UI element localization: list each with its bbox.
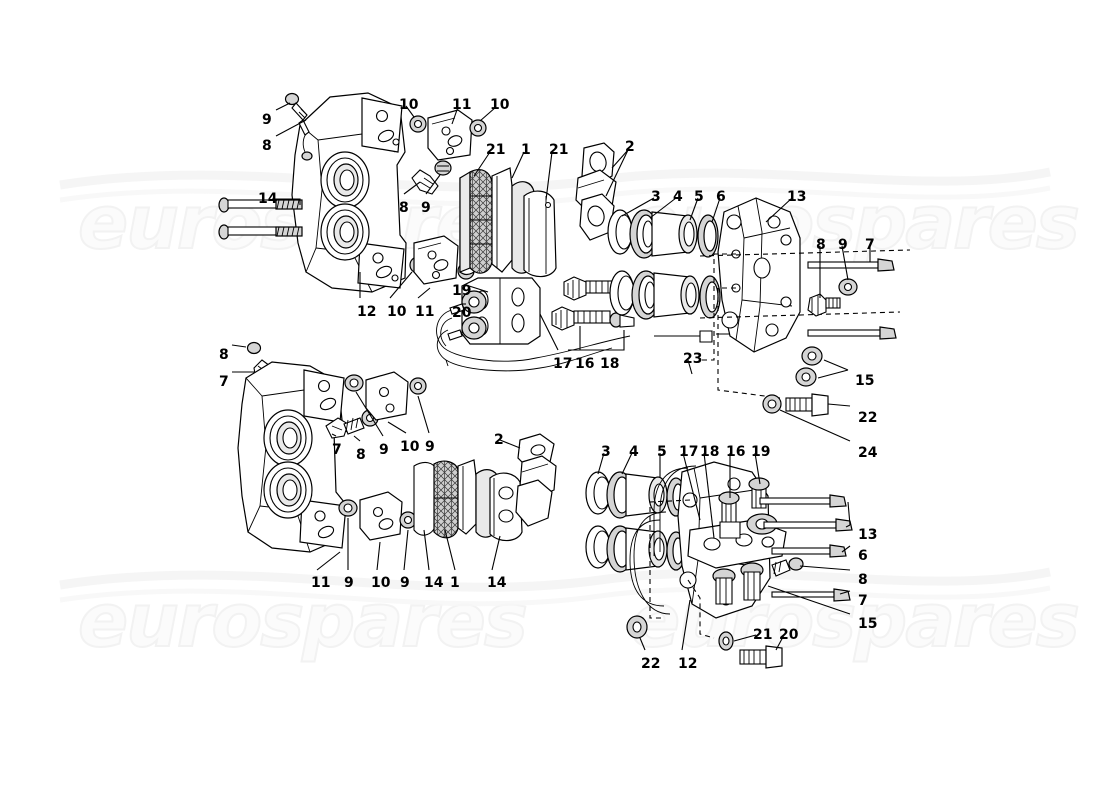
callout-number-3: 3 bbox=[651, 189, 661, 205]
callout-number-1: 1 bbox=[521, 142, 531, 158]
callout-number-24: 24 bbox=[858, 445, 878, 461]
callout-number-9: 9 bbox=[425, 439, 435, 455]
callout-number-6: 6 bbox=[858, 548, 868, 564]
callout-number-20: 20 bbox=[452, 305, 472, 321]
callout-number-7: 7 bbox=[865, 237, 875, 253]
rear-caliper-body-group bbox=[237, 341, 427, 553]
callout-number-18: 18 bbox=[600, 356, 620, 372]
callout-number-17: 17 bbox=[553, 356, 573, 372]
caliper-bolt-14-lower bbox=[218, 224, 303, 240]
callout-number-13: 13 bbox=[858, 527, 878, 543]
callout-number-8: 8 bbox=[262, 138, 272, 154]
callout-number-17: 17 bbox=[679, 444, 699, 460]
callout-number-5: 5 bbox=[657, 444, 667, 460]
callout-number-2: 2 bbox=[625, 139, 635, 155]
callout-number-4: 4 bbox=[629, 444, 639, 460]
leader-lines bbox=[231, 102, 871, 651]
callout-number-15: 15 bbox=[858, 616, 878, 632]
callout-number-14: 14 bbox=[258, 191, 278, 207]
callout-number-9: 9 bbox=[838, 237, 848, 253]
callout-number-15: 15 bbox=[855, 373, 875, 389]
front-caliper-half-group bbox=[607, 197, 911, 417]
front-caliper-body-group bbox=[218, 92, 487, 293]
callout-number-6: 6 bbox=[716, 189, 726, 205]
callout-number-12: 12 bbox=[678, 656, 698, 672]
callout-number-9: 9 bbox=[400, 575, 410, 591]
callout-number-10: 10 bbox=[387, 304, 407, 320]
callout-number-22: 22 bbox=[858, 410, 878, 426]
callout-number-9: 9 bbox=[344, 575, 354, 591]
callout-number-8: 8 bbox=[219, 347, 229, 363]
callout-number-21: 21 bbox=[486, 142, 506, 158]
callout-number-3: 3 bbox=[601, 444, 611, 460]
callout-number-2: 2 bbox=[494, 432, 504, 448]
callout-number-20: 20 bbox=[779, 627, 799, 643]
callout-number-8: 8 bbox=[858, 572, 868, 588]
callout-number-10: 10 bbox=[490, 97, 510, 113]
callout-number-7: 7 bbox=[332, 442, 342, 458]
callout-number-13: 13 bbox=[787, 189, 807, 205]
callout-number-11: 11 bbox=[415, 304, 435, 320]
callout-number-21: 21 bbox=[753, 627, 773, 643]
rear-caliper-half-group bbox=[585, 461, 853, 669]
callout-number-8: 8 bbox=[816, 237, 826, 253]
callout-number-9: 9 bbox=[262, 112, 272, 128]
callout-number-22: 22 bbox=[641, 656, 661, 672]
callout-number-10: 10 bbox=[371, 575, 391, 591]
callout-number-14: 14 bbox=[487, 575, 507, 591]
callout-number-4: 4 bbox=[673, 189, 683, 205]
brake-union-16-upper bbox=[563, 276, 623, 301]
caliper-bolt-14-upper bbox=[218, 197, 303, 213]
callout-number-8: 8 bbox=[399, 200, 409, 216]
brake-union-16-lower bbox=[551, 306, 611, 331]
callout-number-21: 21 bbox=[549, 142, 569, 158]
callout-number-5: 5 bbox=[694, 189, 704, 205]
callout-number-16: 16 bbox=[575, 356, 595, 372]
callout-number-11: 11 bbox=[311, 575, 331, 591]
callout-number-7: 7 bbox=[219, 374, 229, 390]
callout-number-1: 1 bbox=[450, 575, 460, 591]
callout-number-9: 9 bbox=[379, 442, 389, 458]
callout-number-18: 18 bbox=[700, 444, 720, 460]
callout-number-9: 9 bbox=[421, 200, 431, 216]
callout-number-10: 10 bbox=[400, 439, 420, 455]
rear-brake-pads-group bbox=[413, 433, 557, 542]
callout-number-19: 19 bbox=[452, 283, 472, 299]
callout-number-19: 19 bbox=[751, 444, 771, 460]
front-brake-pads-group bbox=[436, 142, 736, 372]
callout-number-11: 11 bbox=[452, 97, 472, 113]
callout-number-16: 16 bbox=[726, 444, 746, 460]
callout-number-14: 14 bbox=[424, 575, 444, 591]
callout-number-8: 8 bbox=[356, 447, 366, 463]
callout-number-10: 10 bbox=[399, 97, 419, 113]
callout-number-23: 23 bbox=[683, 351, 703, 367]
callout-number-7: 7 bbox=[858, 593, 868, 609]
callout-number-12: 12 bbox=[357, 304, 377, 320]
